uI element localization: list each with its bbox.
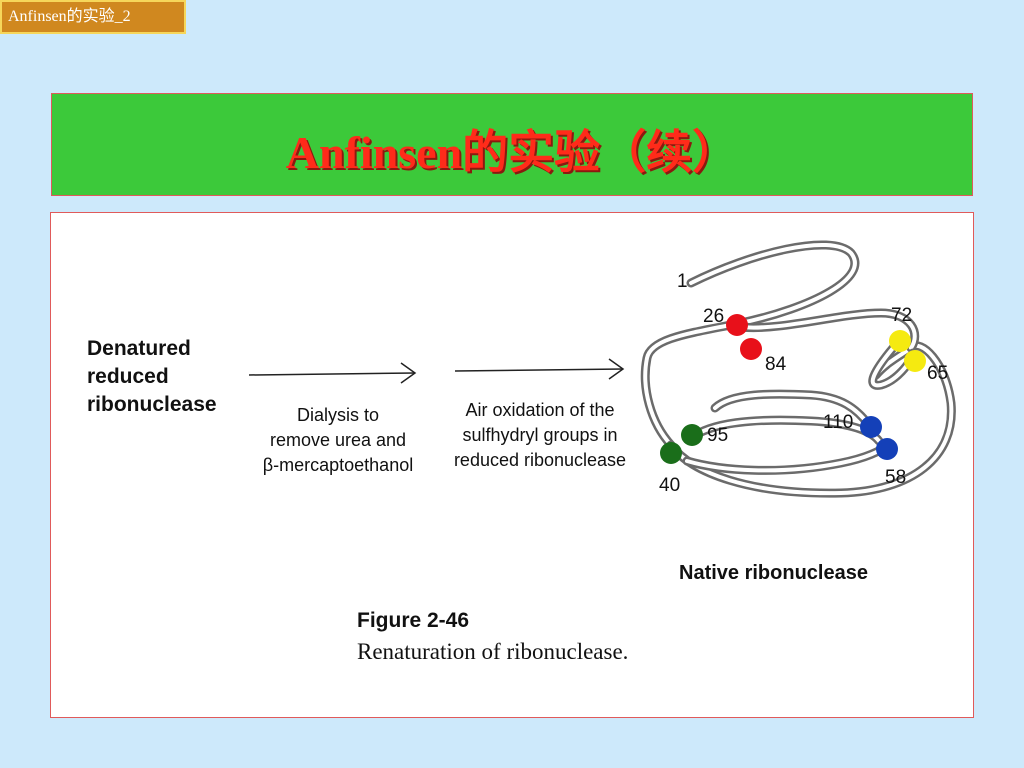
residue-label-26: 26 bbox=[703, 306, 725, 327]
disulfide-40-95 bbox=[660, 424, 703, 464]
start-label-line: Denatured bbox=[87, 337, 191, 360]
start-label-line: ribonuclease bbox=[87, 393, 217, 416]
step1-label: Dialysis to remove urea and β-mercaptoet… bbox=[243, 403, 433, 478]
residue-label-95: 95 bbox=[707, 425, 729, 446]
title-banner: Anfinsen的实验（续） bbox=[51, 93, 973, 196]
slide-tag-label: Anfinsen的实验_2 bbox=[8, 8, 131, 25]
renaturation-diagram bbox=[248, 240, 956, 498]
residue-label-1: 1 bbox=[677, 271, 688, 292]
disulfide-58-110 bbox=[860, 416, 898, 460]
step2-line: reduced ribonuclease bbox=[453, 450, 627, 470]
step2-line: sulfhydryl groups in bbox=[462, 425, 618, 445]
disulfide-65-72 bbox=[889, 330, 926, 372]
slide-title: Anfinsen的实验（续） bbox=[285, 127, 739, 178]
slide-tag: Anfinsen的实验_2 bbox=[0, 0, 186, 34]
step2-label: Air oxidation of the sulfhydryl groups i… bbox=[435, 398, 645, 473]
residue-label-72: 72 bbox=[891, 305, 913, 326]
product-label: Native ribonuclease bbox=[679, 562, 868, 584]
residue-label-40: 40 bbox=[659, 475, 681, 496]
step1-line: remove urea and bbox=[269, 430, 407, 450]
arrow-step1 bbox=[248, 362, 417, 384]
start-label-line: reduced bbox=[87, 365, 169, 388]
step1-line: Dialysis to bbox=[296, 405, 380, 425]
arrow-step2 bbox=[454, 358, 625, 380]
start-label: Denatured reduced ribonuclease bbox=[87, 335, 267, 419]
residue-label-110: 110 bbox=[823, 412, 854, 433]
residue-label-84: 84 bbox=[765, 354, 787, 375]
step2-line: Air oxidation of the bbox=[465, 400, 615, 420]
figure-panel: Denatured reduced ribonuclease Dialysis … bbox=[50, 212, 974, 718]
figure-caption: Renaturation of ribonuclease. bbox=[357, 639, 629, 664]
step1-line: β-mercaptoethanol bbox=[262, 455, 414, 475]
residue-label-58: 58 bbox=[885, 467, 907, 488]
residue-label-65: 65 bbox=[927, 363, 949, 384]
disulfide-26-84 bbox=[726, 314, 762, 360]
figure-number: Figure 2-46 bbox=[357, 609, 470, 632]
polypeptide-chain bbox=[640, 240, 956, 498]
